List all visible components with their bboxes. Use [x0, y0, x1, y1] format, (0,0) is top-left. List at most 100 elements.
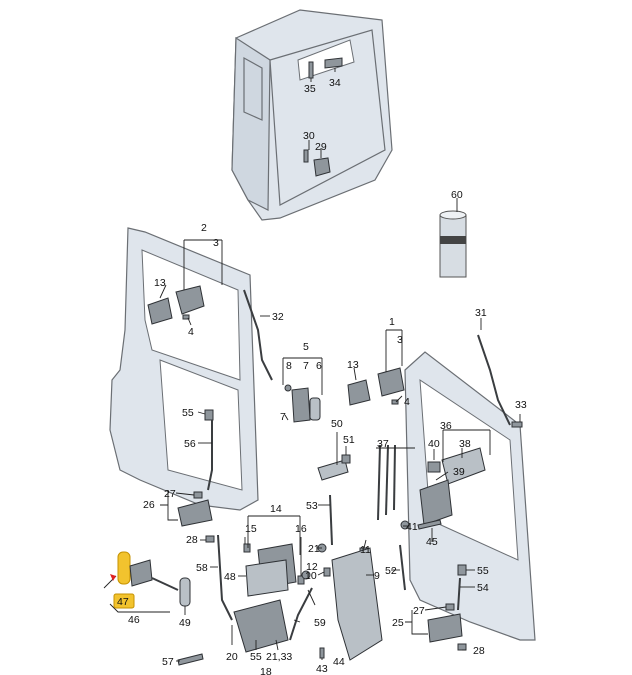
callout-60: 60 — [451, 189, 463, 201]
part-15 — [243, 543, 251, 553]
callout-6: 6 — [316, 360, 322, 372]
callout-48: 48 — [224, 571, 236, 583]
callout-33: 33 — [515, 399, 527, 411]
hinge-part-25 — [427, 613, 463, 643]
bolt-part-43 — [319, 647, 325, 659]
callout-3-left: 3 — [213, 237, 219, 249]
callout-52: 52 — [385, 565, 397, 577]
hinge-part-13b — [347, 379, 371, 406]
callout-36: 36 — [440, 420, 452, 432]
callout-37: 37 — [377, 438, 389, 450]
callout-47: 47 — [117, 596, 129, 608]
left-door-frame — [109, 227, 259, 511]
rod-part-32 — [243, 289, 273, 381]
callout-55-lower: 55 — [250, 651, 262, 663]
lock-part-1 — [377, 367, 405, 397]
striker-part-29 — [313, 157, 331, 177]
callout-43: 43 — [316, 663, 328, 675]
bolt-part-28b — [457, 643, 467, 651]
callout-labels: 35 34 30 29 60 2 3 13 4 32 31 1 3 13 4 5… — [117, 77, 527, 675]
callout-13-right: 13 — [347, 359, 359, 371]
callout-16: 16 — [295, 523, 307, 535]
lock-part-46 — [129, 559, 179, 591]
highlight-label-box — [113, 593, 135, 609]
cover-part-47 — [117, 551, 131, 585]
leader-lines — [103, 68, 521, 662]
callout-51: 51 — [343, 434, 355, 446]
bolt-part-35 — [308, 61, 314, 79]
rod-part-56 — [207, 420, 213, 491]
callout-21-upper: 21 — [308, 543, 320, 555]
callout-4-right: 4 — [404, 396, 410, 408]
seal-part-49 — [179, 577, 191, 607]
handle-part-50 — [317, 459, 349, 481]
bolt-part-57 — [177, 653, 204, 666]
callout-27-right: 27 — [413, 605, 425, 617]
callout-18: 18 — [260, 666, 272, 675]
callout-11: 11 — [360, 544, 371, 556]
callout-7-top: 7 — [303, 360, 309, 372]
bracket-part-34 — [324, 57, 343, 69]
part-51 — [341, 454, 351, 464]
callout-10: 10 — [305, 570, 317, 582]
callout-55-upper: 55 — [182, 407, 194, 419]
bolt-part-4a — [182, 314, 190, 320]
callout-31: 31 — [475, 307, 487, 319]
callout-27-left: 27 — [164, 488, 176, 500]
callout-50: 50 — [331, 418, 343, 430]
lock-cylinder-part-5 — [291, 387, 311, 423]
callout-4-left: 4 — [188, 326, 194, 338]
callout-57: 57 — [162, 656, 174, 668]
callout-28-left: 28 — [186, 534, 198, 546]
part-41 — [400, 520, 410, 530]
callout-38: 38 — [459, 438, 471, 450]
rod-part-52 — [399, 544, 406, 591]
rod-part-59 — [289, 587, 313, 641]
rod-part-31 — [477, 334, 511, 426]
callout-29: 29 — [315, 141, 327, 153]
rods-part-37 — [377, 444, 396, 521]
callout-13-left: 13 — [154, 277, 166, 289]
part-40 — [427, 461, 441, 473]
callout-44: 44 — [333, 656, 345, 668]
part-55a — [204, 409, 214, 421]
callout-12: 12 — [306, 561, 318, 573]
rod-part-54 — [457, 577, 461, 611]
callout-1: 1 — [389, 316, 395, 328]
callout-15: 15 — [245, 523, 257, 535]
callout-55-right: 55 — [477, 565, 489, 577]
bolt-part-4b — [391, 399, 399, 405]
hinge-part-26 — [177, 499, 213, 527]
callout-26: 26 — [143, 499, 155, 511]
callout-58: 58 — [196, 562, 208, 574]
plate-part-48 — [245, 559, 289, 597]
ring-part-8 — [284, 384, 292, 392]
callout-35: 35 — [304, 83, 316, 95]
part-55b — [457, 564, 467, 576]
callout-14: 14 — [270, 503, 282, 515]
callout-54: 54 — [477, 582, 489, 594]
lock-part-2 — [175, 285, 205, 315]
callout-49: 49 — [179, 617, 191, 629]
bolt-part-27b — [445, 603, 455, 611]
hinge-part-13a — [147, 297, 173, 325]
bolt-part-27a — [193, 491, 203, 499]
rod-part-53 — [329, 494, 333, 546]
rod-part-58 — [217, 534, 233, 621]
callout-28-right: 28 — [473, 645, 485, 657]
vehicle-rear-illustration — [231, 9, 393, 221]
callout-20: 20 — [226, 651, 238, 663]
lock-part-39 — [419, 479, 453, 526]
callout-25: 25 — [392, 617, 404, 629]
callout-7: 7 — [280, 411, 286, 423]
callout-30: 30 — [303, 130, 315, 142]
part-12 — [301, 570, 311, 580]
part-10 — [323, 567, 331, 577]
clip-part-33 — [511, 421, 523, 428]
screw-part-30 — [303, 149, 309, 163]
callout-56: 56 — [184, 438, 196, 450]
callout-5: 5 — [303, 341, 309, 353]
bolt-part-28a — [205, 535, 215, 543]
spray-can-part-60 — [439, 210, 467, 278]
